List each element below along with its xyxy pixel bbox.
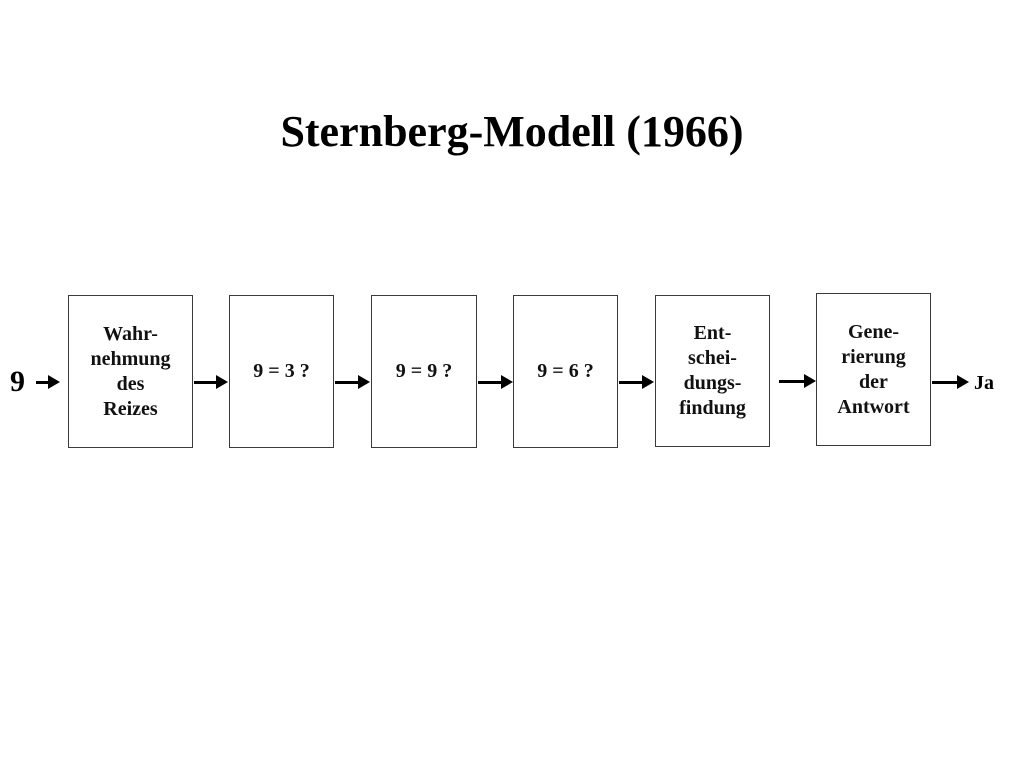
stage-box-perception: Wahr- nehmung des Reizes [68, 295, 193, 448]
stage-box-compare-3: 9 = 6 ? [513, 295, 618, 448]
stage-label-compare-1: 9 = 3 ? [253, 360, 310, 382]
stage-box-response: Gene- rierung der Antwort [816, 293, 931, 446]
stage-label-response: Gene- rierung der Antwort [837, 320, 910, 418]
output-arrow [932, 375, 969, 389]
stage-box-decision: Ent- schei- dungs- findung [655, 295, 770, 447]
stage-label-compare-3: 9 = 6 ? [537, 360, 594, 382]
output-label: Ja [974, 372, 994, 394]
input-arrow [36, 375, 60, 389]
arrow-compare-3-to-decision [619, 375, 654, 389]
input-label: 9 [10, 365, 25, 398]
stage-label-decision: Ent- schei- dungs- findung [679, 322, 746, 419]
stage-box-compare-1: 9 = 3 ? [229, 295, 334, 448]
slide-title: Sternberg-Modell (1966) [280, 107, 744, 156]
stage-label-compare-2: 9 = 9 ? [395, 360, 453, 382]
stage-box-compare-2: 9 = 9 ? [371, 295, 477, 448]
arrow-compare-2-to-compare-3 [478, 375, 513, 389]
arrow-perception-to-compare-1 [194, 375, 228, 389]
arrow-decision-to-response [779, 374, 816, 388]
arrow-compare-1-to-compare-2 [335, 375, 370, 389]
stage-label-perception: Wahr- nehmung des Reizes [90, 322, 171, 420]
